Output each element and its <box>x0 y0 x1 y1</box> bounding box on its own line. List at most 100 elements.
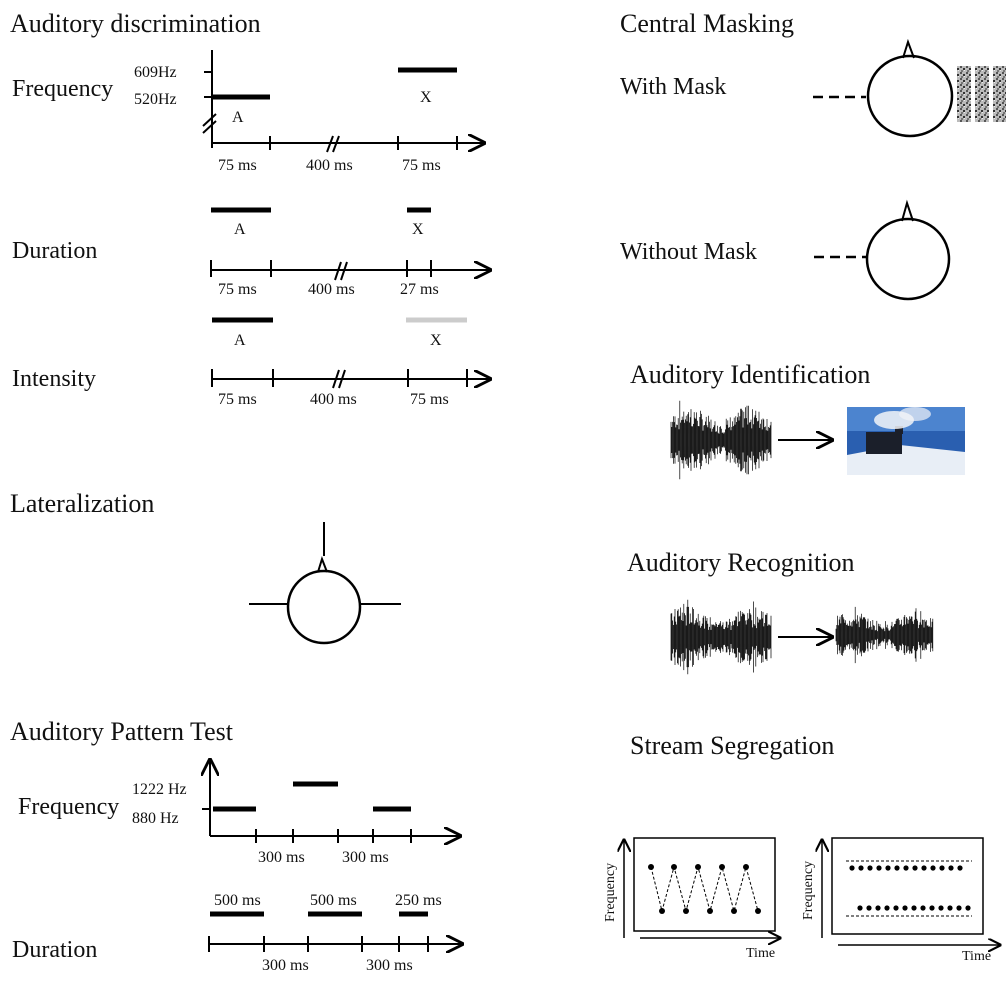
panel2-dot <box>902 905 908 911</box>
train-photo-icon <box>847 407 965 475</box>
panel1-dot <box>671 864 677 870</box>
auditory-discrimination-title: Auditory discrimination <box>10 9 261 38</box>
panel1-xlabel: Time <box>746 946 775 961</box>
pattern-dur-2: 500 ms <box>310 892 357 909</box>
duration-marker-a: A <box>234 221 246 238</box>
panel2-dot <box>903 865 909 871</box>
central-masking-title: Central Masking <box>620 9 794 38</box>
panel2-dot <box>894 865 900 871</box>
panel2-dot <box>957 865 963 871</box>
intensity-time-break <box>332 369 346 389</box>
panel2-low-dots <box>857 905 971 911</box>
panel1-dot <box>719 864 725 870</box>
panel2-dot <box>867 865 873 871</box>
panel1-dots <box>648 864 761 914</box>
mask-noise-block-2 <box>975 66 989 122</box>
duration-time-3: 27 ms <box>400 281 439 298</box>
panel2-dot <box>885 865 891 871</box>
pattern-frequency-diagram: Frequency 1222 Hz 880 Hz 300 ms 300 ms <box>18 760 460 866</box>
panel1-dot <box>743 864 749 870</box>
panel1-dot <box>659 908 665 914</box>
pattern-freq-label: Frequency <box>18 794 119 820</box>
panel2-dot <box>929 905 935 911</box>
without-mask-head-diagram <box>814 199 951 301</box>
panel2-dot <box>930 865 936 871</box>
pattern-duration-diagram: Duration 500 ms 500 ms 250 ms 300 ms 300… <box>12 892 462 974</box>
panel2-dot <box>858 865 864 871</box>
panel1-dot <box>731 908 737 914</box>
without-mask-head-circle <box>865 217 951 301</box>
pattern-dur-gap-1: 300 ms <box>262 957 309 974</box>
panel1-dot <box>695 864 701 870</box>
panel2-dot <box>857 905 863 911</box>
lateralization-title: Lateralization <box>10 489 154 518</box>
freq-discrimination-diagram: Frequency 609Hz 520Hz A X 75 ms 400 ms 7… <box>12 50 484 174</box>
pattern-freq-gap-2: 300 ms <box>342 849 389 866</box>
identification-diagram <box>670 400 965 480</box>
pattern-hz-high: 1222 Hz <box>132 781 187 798</box>
duration-time-break <box>334 261 348 281</box>
panel2-dot <box>965 905 971 911</box>
stream-panel-segregated: Frequency Time <box>801 837 1000 964</box>
panel2-dot <box>911 905 917 911</box>
pattern-freq-gap-1: 300 ms <box>258 849 305 866</box>
panel2-dot <box>920 905 926 911</box>
pattern-hz-low: 880 Hz <box>132 810 179 827</box>
freq-label: Frequency <box>12 76 113 102</box>
panel2-dot <box>893 905 899 911</box>
panel1-alternating-trace <box>650 865 759 913</box>
freq-time-1: 75 ms <box>218 157 257 174</box>
waveform-icon <box>670 400 772 480</box>
panel2-dot <box>912 865 918 871</box>
panel2-dot <box>866 905 872 911</box>
pattern-dur-1: 500 ms <box>214 892 261 909</box>
panel2-dot <box>876 865 882 871</box>
panel2-dot <box>921 865 927 871</box>
freq-time-3: 75 ms <box>402 157 441 174</box>
recognition-title: Auditory Recognition <box>627 548 854 577</box>
with-mask-label: With Mask <box>620 74 726 100</box>
freq-hz-low: 520Hz <box>134 91 177 108</box>
pattern-dur-3: 250 ms <box>395 892 442 909</box>
panel2-dot <box>947 905 953 911</box>
panel2-dot <box>884 905 890 911</box>
recognition-diagram <box>670 599 934 675</box>
head-circle <box>286 569 362 645</box>
intensity-time-2: 400 ms <box>310 391 357 408</box>
without-mask-label: Without Mask <box>620 239 757 265</box>
panel1-ylabel: Frequency <box>603 863 618 922</box>
pattern-dur-gap-2: 300 ms <box>366 957 413 974</box>
duration-time-2: 400 ms <box>308 281 355 298</box>
freq-axis-break <box>202 113 217 134</box>
freq-marker-a: A <box>232 109 244 126</box>
duration-time-1: 75 ms <box>218 281 257 298</box>
panel2-dot <box>875 905 881 911</box>
panel2-dot <box>948 865 954 871</box>
panel2-ylabel: Frequency <box>801 861 816 920</box>
panel1-dot <box>648 864 654 870</box>
duration-marker-x: X <box>412 221 424 238</box>
panel2-high-dots <box>849 865 963 871</box>
intensity-discrimination-diagram: Intensity A X 75 ms 400 ms 75 ms <box>12 317 490 408</box>
identification-title: Auditory Identification <box>630 360 870 389</box>
freq-time-2: 400 ms <box>306 157 353 174</box>
with-mask-head-diagram <box>813 38 1006 138</box>
lateralization-head-diagram <box>249 522 401 645</box>
waveform-icon <box>670 599 772 675</box>
intensity-marker-x: X <box>430 332 442 349</box>
panel2-dot <box>956 905 962 911</box>
freq-hz-high: 609Hz <box>134 64 177 81</box>
panel1-frame <box>633 837 776 932</box>
nose-icon <box>317 555 328 573</box>
without-mask-nose-icon <box>901 199 914 222</box>
panel2-dot <box>849 865 855 871</box>
panel2-dot <box>938 905 944 911</box>
stream-panel-integrated: Frequency Time <box>603 837 780 961</box>
freq-marker-x: X <box>420 89 432 106</box>
intensity-marker-a: A <box>234 332 246 349</box>
panel1-dot <box>755 908 761 914</box>
mask-noise-block-1 <box>957 66 971 122</box>
intensity-time-3: 75 ms <box>410 391 449 408</box>
